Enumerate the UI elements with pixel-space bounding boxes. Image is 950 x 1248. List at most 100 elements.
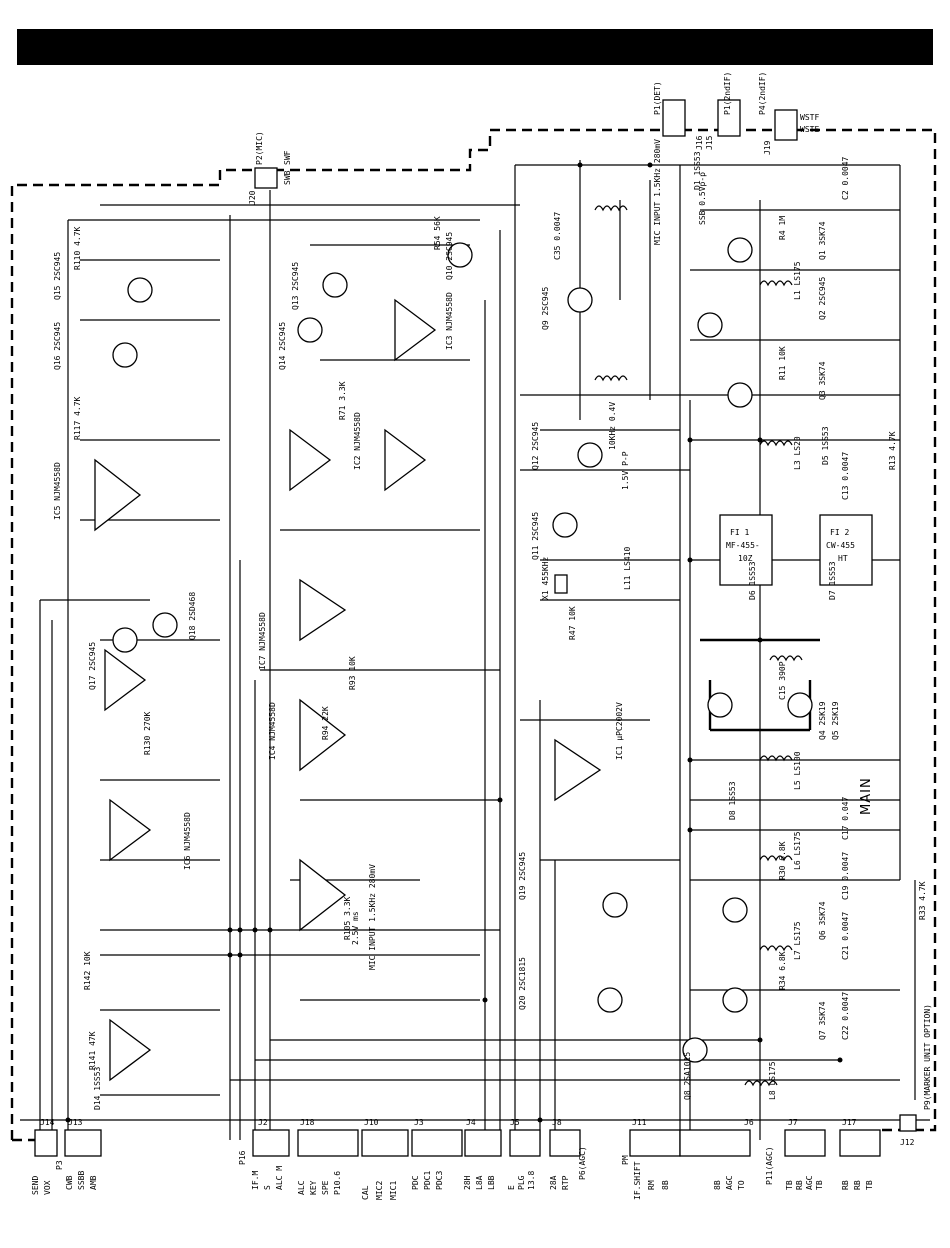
conn-j5-pin-e: E (507, 1185, 516, 1190)
label-q4: Q4 2SK19 (818, 701, 827, 740)
label-r44: R47 10K (568, 606, 577, 640)
top-connectors (254, 99, 798, 189)
label-d1: D1 1SS53 (693, 151, 702, 190)
label-r4: R4 1M (778, 216, 787, 240)
conn-j8-pin-rtp: RTP (561, 1175, 570, 1190)
label-d5: D5 1SS53 (821, 426, 830, 465)
conn-j13-pin-cwb: CWB (65, 1175, 74, 1190)
conn-j17-ref: J17 (842, 1118, 857, 1127)
conn-j8-ref: J8 (552, 1118, 562, 1127)
transistors (112, 237, 813, 1063)
label-r110: R110 4.7K (73, 226, 82, 270)
conn-j2-ref: J2 (258, 1118, 268, 1127)
label-q10: Q10 2SC945 (445, 232, 454, 280)
conn-j2-pin-if-m: IF.M (251, 1171, 260, 1190)
label-r138: R142 10K (83, 951, 92, 990)
conn-j3-pin-pdc3: PDC3 (435, 1171, 444, 1190)
ic-label-ic7: IC7 NJM4558D (258, 612, 267, 670)
annotation-ssb: SSB 0.5Vp-p (698, 172, 707, 225)
label-q7: Q7 3SK74 (818, 1001, 827, 1040)
label-r94: R94 22K (321, 706, 330, 740)
filter-2-line-1: FI 2 (830, 528, 849, 537)
filter-2-line-3: HT (838, 554, 848, 563)
conn-j7-pin-tb-2: TB (815, 1180, 824, 1190)
conn-j18-ref: J18 (300, 1118, 315, 1127)
ic-label-ic1: IC1 µPC2002V (615, 702, 624, 760)
connector-p1-det: P1(DET) (653, 81, 662, 115)
filter-1-line-3: 10Z (738, 554, 753, 563)
filter-2-line-2: CW-455 (826, 541, 855, 550)
conn-j10-ref: J10 (364, 1118, 379, 1127)
label-q18: Q18 2SD468 (188, 592, 197, 640)
filter-1-line-1: FI 1 (730, 528, 749, 537)
label-r104: R105 3.3K (343, 896, 352, 940)
connector-p4-pin-1: WSTF (800, 113, 819, 122)
conn-j14-name: P3 (55, 1160, 64, 1170)
connector-j16: J16 (695, 135, 704, 150)
label-d14: D14 1SS53 (93, 1066, 102, 1110)
conn-j10-pin-mic1: MIC1 (389, 1181, 398, 1200)
label-q1: Q1 3SK74 (818, 221, 827, 260)
conn-j4-pin-28h: 28H (463, 1175, 472, 1190)
label-r93: R93 10K (348, 656, 357, 690)
conn-j3-pin-pdc: PDC (411, 1175, 420, 1190)
label-d6: D6 1SS53 (748, 561, 757, 600)
conn-j6-pin-8b: 8B (713, 1180, 722, 1190)
label-l6: L6 LS175 (793, 831, 802, 870)
conn-j7-pin-tb-1: TB (785, 1180, 794, 1190)
label-q15: Q15 2SC945 (53, 252, 62, 300)
label-r141: R141 47K (88, 1031, 97, 1070)
conn-j5-ref: J5 (510, 1118, 520, 1127)
opamps (94, 298, 602, 1082)
label-r117: R117 4.7K (73, 396, 82, 440)
annotation-1-5v-pp: 1.5V P-P (621, 451, 630, 490)
label-d8: D8 1SS53 (728, 781, 737, 820)
label-q19: Q19 2SC945 (518, 852, 527, 900)
label-c24: C22 0.0047 (841, 992, 850, 1040)
conn-j11-pin-8b: 8B (661, 1180, 670, 1190)
conn-j14-pin-vox: VOX (43, 1180, 52, 1195)
conn-j14-ref: J14 (40, 1118, 55, 1127)
conn-j2-name: P16 (238, 1150, 247, 1165)
label-r71: R71 3.3K (338, 381, 347, 420)
ic-label-ic5: IC5 NJM4558D (53, 462, 62, 520)
label-c15: C15 390P (778, 661, 787, 700)
label-l7: L7 LS175 (793, 921, 802, 960)
label-q17: Q17 2SC945 (88, 642, 97, 690)
connector-p4-2ndif: P4(2ndIF) (758, 72, 767, 115)
conn-j8-name: P6(AGC) (578, 1146, 587, 1180)
conn-j11-ref: J11 (632, 1118, 647, 1127)
conn-j2-pin-alc-m: ALC M (275, 1166, 284, 1190)
conn-j10-pin-cal: CAL (361, 1185, 370, 1200)
conn-j17-pin-rb-2: RB (853, 1180, 862, 1190)
conn-j6-pin-agc: AGC (725, 1175, 734, 1190)
label-q5: Q5 2SK19 (831, 701, 840, 740)
conn-j3-ref: J3 (414, 1118, 424, 1127)
board-label: MAIN (859, 777, 874, 815)
conn-j5-pin-13-8: 13.8 (527, 1171, 536, 1190)
connector-j15: J15 (705, 135, 714, 150)
label-q16: Q16 2SC945 (53, 322, 62, 370)
conn-j17-pin-tb: TB (865, 1180, 874, 1190)
annotation-2-5v: 2.5V ms (351, 911, 360, 945)
coils (594, 205, 803, 1087)
conn-j2-pin-s: S (263, 1185, 272, 1190)
conn-j17-pin-rb-1: RB (841, 1180, 850, 1190)
label-r54: R54 56K (433, 216, 442, 250)
label-c22: C19 0.0047 (841, 852, 850, 900)
label-c23: C21 0.0047 (841, 912, 850, 960)
label-q20: Q20 2SC1815 (518, 957, 527, 1010)
conn-j7-ref: J7 (788, 1118, 798, 1127)
connector-p2-pin-1: SWB (283, 170, 292, 185)
bottom-connectors (34, 1114, 917, 1157)
connector-p2-mic: P2(MIC) (255, 131, 264, 165)
label-q14: Q14 2SC945 (278, 322, 287, 370)
label-r30: R30 6.8K (778, 841, 787, 880)
label-c36: C35 0.0047 (553, 212, 562, 260)
label-r34: R34 6.8K (778, 951, 787, 990)
conn-j4-pin-l8a: L8A (475, 1175, 484, 1190)
conn-j7-pin-agc: AGC (805, 1175, 814, 1190)
label-q11: Q11 2SC945 (531, 512, 540, 560)
label-r13: R13 4.7K (888, 431, 897, 470)
